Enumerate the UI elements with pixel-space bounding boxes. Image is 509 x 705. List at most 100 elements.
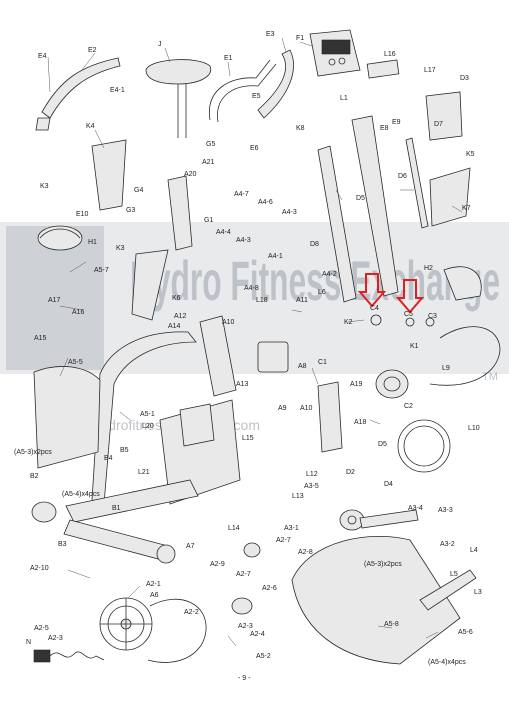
part-label: F1 [296,35,304,42]
pulley-a6 [99,597,153,651]
part-label: A2-7 [236,571,251,578]
part-label: A2-3 [238,623,253,630]
part-label: K6 [172,295,181,302]
seat-j [145,59,212,138]
part-label: A11 [296,297,308,304]
part-label: G1 [204,217,213,224]
part-label: L6 [318,289,326,296]
part-label: G3 [126,207,135,214]
part-labels: J E4 E2 E4-1 E1 E3 F1 L16 L17 D3 E5 K4 G… [26,31,482,660]
flywheel-l11 [397,419,451,473]
part-label: J [158,41,162,48]
part-label: B1 [112,505,121,512]
page-number: - 9 - [238,675,251,682]
motor-a8 [257,341,289,373]
part-label: K8 [296,125,305,132]
arrow-over-c4 [357,273,387,308]
washers-c3-c5 [370,314,435,327]
part-label: K1 [410,343,419,350]
part-label: A21 [202,159,215,166]
part-label: A14 [168,323,181,330]
housing-k4 [91,139,127,211]
part-label: L9 [442,365,450,372]
part-label: A2-7 [276,537,291,544]
cover-d7 [425,91,463,141]
part-label: B5 [120,447,129,454]
part-label: A19 [350,381,363,388]
part-label: L3 [474,589,482,596]
power-cord-n [33,649,105,663]
part-label: L18 [256,297,268,304]
part-label: K7 [462,205,471,212]
part-label: E3 [266,31,275,38]
part-label: D5 [378,441,387,448]
part-label: A2-3 [48,635,63,642]
upright-posts [317,115,471,303]
part-label: G4 [134,187,143,194]
note-a5-4-left: (A5-4)x4pcs [62,491,100,498]
part-label: B3 [58,541,67,548]
bracket-k3 [131,249,169,321]
cover-right-a5 [291,535,461,665]
part-label: L15 [242,435,254,442]
part-label: B2 [30,473,39,480]
part-label: D3 [460,75,469,82]
part-label: E5 [252,93,261,100]
console-f1 [309,29,361,77]
part-label: A4-2 [322,271,337,278]
part-label: K2 [344,319,353,326]
part-label: L17 [424,67,436,74]
quantity-notes: (A5-3)x2pcs (A5-4)x4pcs (A5-3)x2pcs (A5-… [14,449,466,666]
part-label: A15 [34,335,47,342]
fan-cover-h1 [37,225,83,251]
part-label: A16 [72,309,85,316]
belt-l9 [429,326,501,386]
part-label: D2 [346,469,355,476]
part-label: L21 [138,469,150,476]
part-label: C4 [370,305,379,312]
part-label: A2-10 [30,565,49,572]
belt-a2-2 [147,598,207,663]
watermark-brand: Hydro Fitness Exchange [130,249,500,312]
cover-a5-5 [33,366,101,469]
watermark-tm: TM [482,371,498,383]
part-label: D5 [356,195,365,202]
bracket-l16 [366,59,400,79]
part-label: A6 [150,592,159,599]
part-label: D7 [434,121,443,128]
seat-post [167,175,193,251]
part-label: E2 [88,47,97,54]
idler-a2-6 [231,597,253,615]
part-label: A2-4 [250,631,265,638]
part-label: E8 [380,125,389,132]
note-a5-3-right: (A5-3)x2pcs [364,561,402,568]
cover-a5-1 [179,403,215,447]
part-label: K3 [40,183,49,190]
part-label: A4-3 [236,237,251,244]
part-label: L4 [470,547,478,554]
main-frame [65,315,241,523]
part-label: L16 [384,51,396,58]
part-label: H1 [88,239,97,246]
part-label: A2-5 [34,625,49,632]
part-label: A7 [186,543,195,550]
part-label: H2 [424,265,433,272]
part-label: A4-3 [282,209,297,216]
part-label: E1 [224,55,233,62]
part-label: L10 [468,425,480,432]
part-label: D8 [310,241,319,248]
crank-arm-l3 [419,569,477,611]
part-label: C2 [404,403,413,410]
part-label: D4 [384,481,393,488]
part-label: A17 [48,297,61,304]
part-label: E4-1 [110,87,125,94]
part-label: A2-8 [298,549,313,556]
part-label: E6 [250,145,259,152]
flywheel-c2 [375,369,409,399]
part-label: A5-5 [68,359,83,366]
part-label: A4-4 [216,229,231,236]
part-label: C3 [428,313,437,320]
part-label: L12 [306,471,318,478]
part-label: K4 [86,123,95,130]
